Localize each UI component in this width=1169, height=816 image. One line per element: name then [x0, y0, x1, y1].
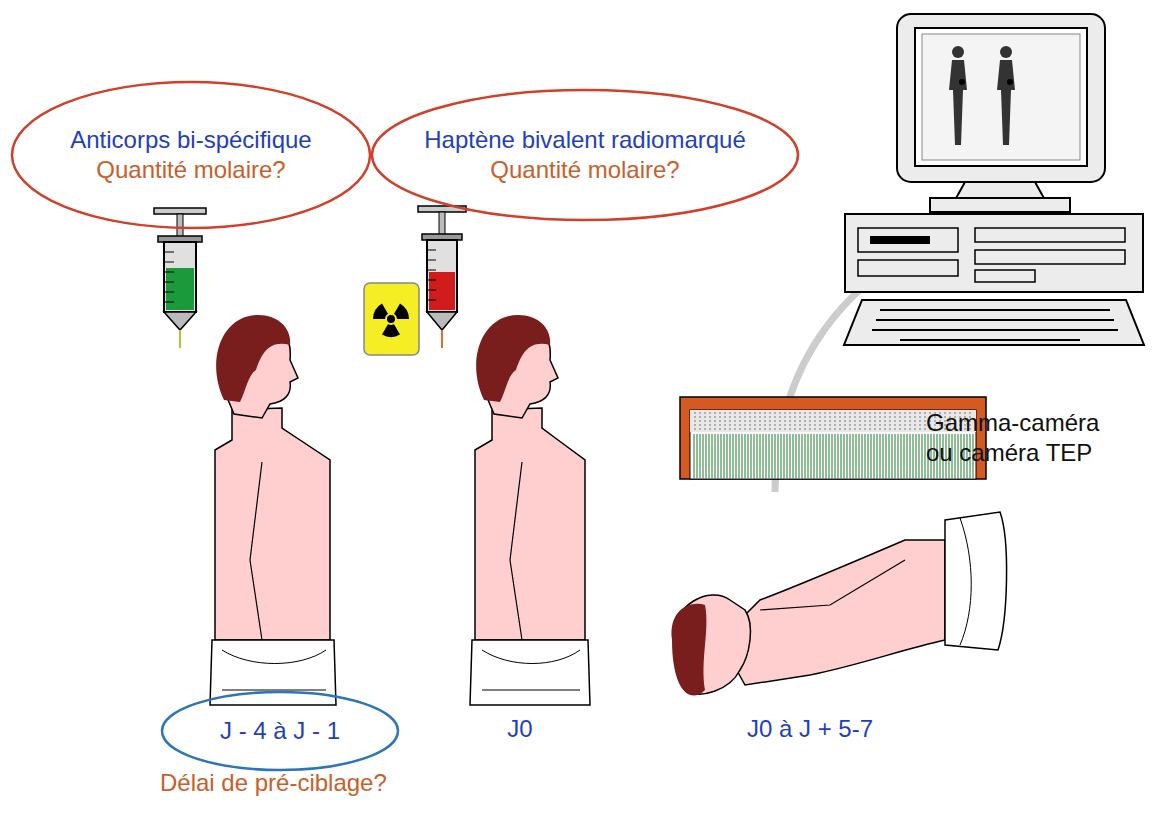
ellipse-callout: Haptène bivalent radiomarquéQuantité mol…: [370, 88, 800, 222]
callout-title: Haptène bivalent radiomarqué: [424, 125, 746, 155]
syringe-hapten: [418, 206, 466, 348]
computer: [844, 14, 1144, 345]
callout-question: Quantité molaire?: [96, 155, 285, 185]
day-range-label: J0 à J + 5-7: [747, 714, 873, 744]
ellipse-outline: [370, 88, 800, 222]
radiation-symbol: [364, 283, 419, 355]
device-label: Gamma-caméra ou caméra TEP: [926, 408, 1101, 468]
question-label: Délai de pré-ciblage?: [160, 768, 387, 798]
patient-standing: [210, 315, 336, 705]
ellipse-callout: Anticorps bi-spécifiqueQuantité molaire?: [10, 80, 372, 230]
ellipse-outline: [10, 80, 372, 230]
callout-title: Anticorps bi-spécifique: [70, 125, 311, 155]
patient-standing: [470, 315, 590, 705]
day-label: J0: [507, 714, 532, 744]
callout-title: J - 4 à J - 1: [220, 716, 340, 746]
patient-lying: [672, 512, 1007, 696]
ellipse-callout: J - 4 à J - 1: [160, 690, 400, 772]
callout-question: Quantité molaire?: [490, 155, 679, 185]
